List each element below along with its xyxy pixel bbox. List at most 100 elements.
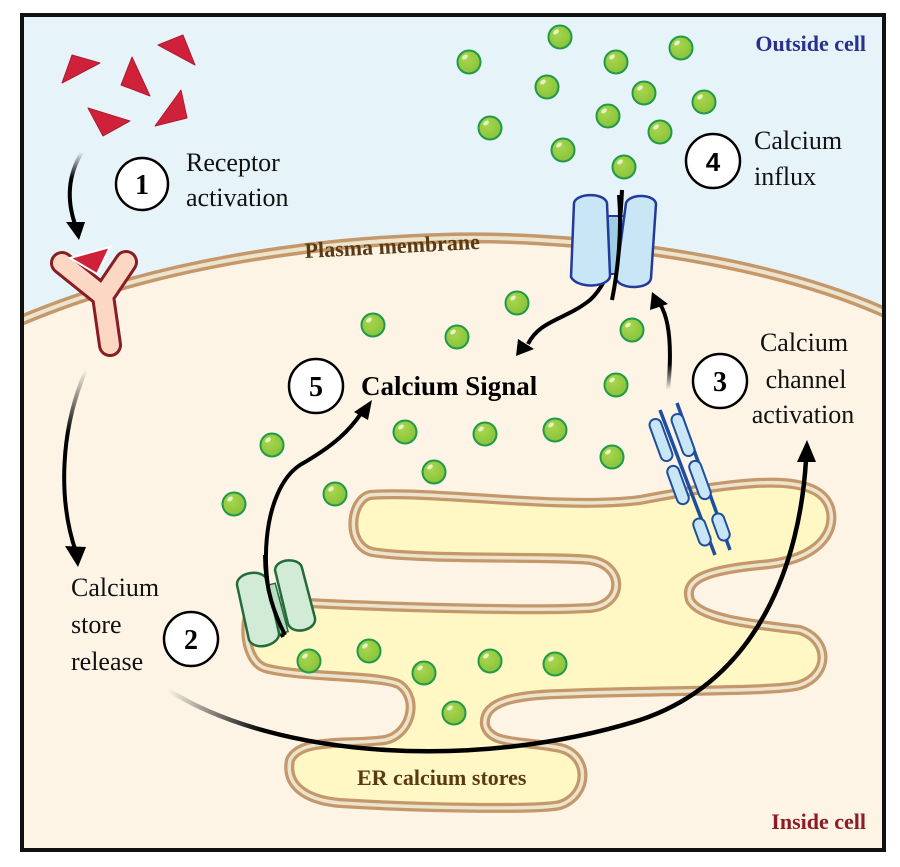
step-2: 2 Calcium store release <box>71 573 220 676</box>
calcium-ion-highlight <box>462 54 468 60</box>
calcium-ion-outside <box>456 49 482 75</box>
calcium-ion-outside <box>631 80 657 106</box>
step-3-label-line3: activation <box>752 400 855 429</box>
receptor <box>50 245 138 357</box>
calcium-ion-highlight <box>609 377 615 383</box>
step-4-label-line2: influx <box>754 162 816 191</box>
calcium-ion-highlight <box>447 705 453 711</box>
step-5: 5 Calcium Signal <box>287 357 538 415</box>
calcium-ion-er <box>411 660 437 686</box>
step-2-label-line2: store <box>71 610 122 639</box>
step-5-badge <box>287 357 345 415</box>
calcium-ion-highlight <box>617 159 623 165</box>
calcium-ion-er <box>296 648 322 674</box>
step-3-label-line1: Calcium <box>760 328 848 357</box>
calcium-ion-cytoplasm <box>542 417 568 443</box>
step-2-number: 2 <box>184 625 198 656</box>
ligand-icon <box>154 89 188 127</box>
er-calcium-channel <box>235 554 317 648</box>
calcium-ion-highlight <box>398 424 404 430</box>
calcium-ion-outside <box>550 137 576 163</box>
calcium-ion-highlight <box>674 40 680 46</box>
calcium-ion-highlight <box>609 54 615 60</box>
step-4-number: 4 <box>706 147 721 177</box>
calcium-ion-outside <box>668 35 694 61</box>
calcium-ion-highlight <box>697 94 703 100</box>
step-3-badge <box>691 352 749 410</box>
step-4-badge <box>684 132 742 190</box>
calcium-ion-highlight <box>540 79 546 85</box>
ligand-icon <box>61 54 101 84</box>
calcium-ion-cytoplasm <box>360 312 386 338</box>
calcium-ion-highlight <box>548 656 554 662</box>
calcium-ion-highlight <box>510 295 516 301</box>
calcium-ion-outside <box>611 154 637 180</box>
calcium-ion-highlight <box>556 142 562 148</box>
outside-cell-label: Outside cell <box>755 31 866 56</box>
calcium-ion-outside <box>477 115 503 141</box>
step-2-label-line1: Calcium <box>71 573 159 602</box>
calcium-ion-cytoplasm <box>392 419 418 445</box>
diagram-frame <box>20 13 886 852</box>
calcium-ion-outside <box>647 119 673 145</box>
calcium-ion-cytoplasm <box>421 459 447 485</box>
calcium-ion-outside <box>603 49 629 75</box>
ligand-icon <box>120 56 151 97</box>
calcium-ion-highlight <box>302 653 308 659</box>
step-4-label-line1: Calcium <box>754 126 842 155</box>
plasma-membrane-core <box>22 235 884 322</box>
step-1-label-line2: activation <box>186 183 289 212</box>
calcium-ion-highlight <box>553 29 559 35</box>
calcium-ion-cytoplasm <box>504 290 530 316</box>
calcium-ion-cytoplasm <box>259 432 285 458</box>
calcium-ion-er <box>441 700 467 726</box>
step-5-number: 5 <box>309 372 323 403</box>
calcium-ion-cytoplasm <box>599 444 625 470</box>
arrow-channel-activation <box>166 440 816 754</box>
calcium-signal-label: Calcium Signal <box>361 371 538 401</box>
calcium-ion-cytoplasm <box>322 481 348 507</box>
step-1-badge <box>114 156 170 212</box>
calcium-ion-highlight <box>625 322 631 328</box>
calcium-ions <box>221 24 717 726</box>
calcium-ion-cytoplasm <box>603 372 629 398</box>
arrow-receptor-activation <box>66 150 85 240</box>
step-1: 1 Receptor activation <box>114 148 289 212</box>
inside-cell-label: Inside cell <box>771 809 866 834</box>
calcium-ion-outside <box>595 103 621 129</box>
calcium-ion-highlight <box>328 486 334 492</box>
calcium-ion-er <box>542 651 568 677</box>
plasma-membrane-calcium-channel <box>569 193 658 301</box>
bound-ligand-icon <box>67 245 112 276</box>
calcium-ion-cytoplasm <box>444 324 470 350</box>
calcium-ion-highlight <box>483 653 489 659</box>
ligand-group <box>61 34 196 137</box>
er-calcium-stores-label: ER calcium stores <box>357 765 527 790</box>
step-2-badge <box>162 610 220 668</box>
step-3-number: 3 <box>713 367 727 398</box>
calcium-ion-highlight <box>601 108 607 114</box>
calcium-ion-highlight <box>427 464 433 470</box>
calcium-ion-highlight <box>478 426 484 432</box>
calcium-ion-highlight <box>605 449 611 455</box>
step-4: 4 Calcium influx <box>684 126 842 191</box>
ligand-icon <box>157 34 196 66</box>
calcium-ion-er <box>477 648 503 674</box>
calcium-ion-highlight <box>417 665 423 671</box>
step-3: 3 Calcium channel activation <box>691 328 855 429</box>
endoplasmic-reticulum <box>241 477 837 813</box>
calcium-ion-highlight <box>548 422 554 428</box>
stim-protein <box>648 402 732 556</box>
calcium-ion-er <box>356 638 382 664</box>
calcium-ion-highlight <box>362 643 368 649</box>
calcium-ion-highlight <box>227 496 233 502</box>
calcium-ion-cytoplasm <box>472 421 498 447</box>
arrow-stim-to-channel <box>650 292 672 391</box>
calcium-ion-highlight <box>653 124 659 130</box>
step-2-label-line3: release <box>71 647 143 676</box>
step-3-label-line2: channel <box>766 365 847 394</box>
calcium-ion-highlight <box>450 329 456 335</box>
calcium-ion-cytoplasm <box>619 317 645 343</box>
step-1-number: 1 <box>135 170 149 201</box>
